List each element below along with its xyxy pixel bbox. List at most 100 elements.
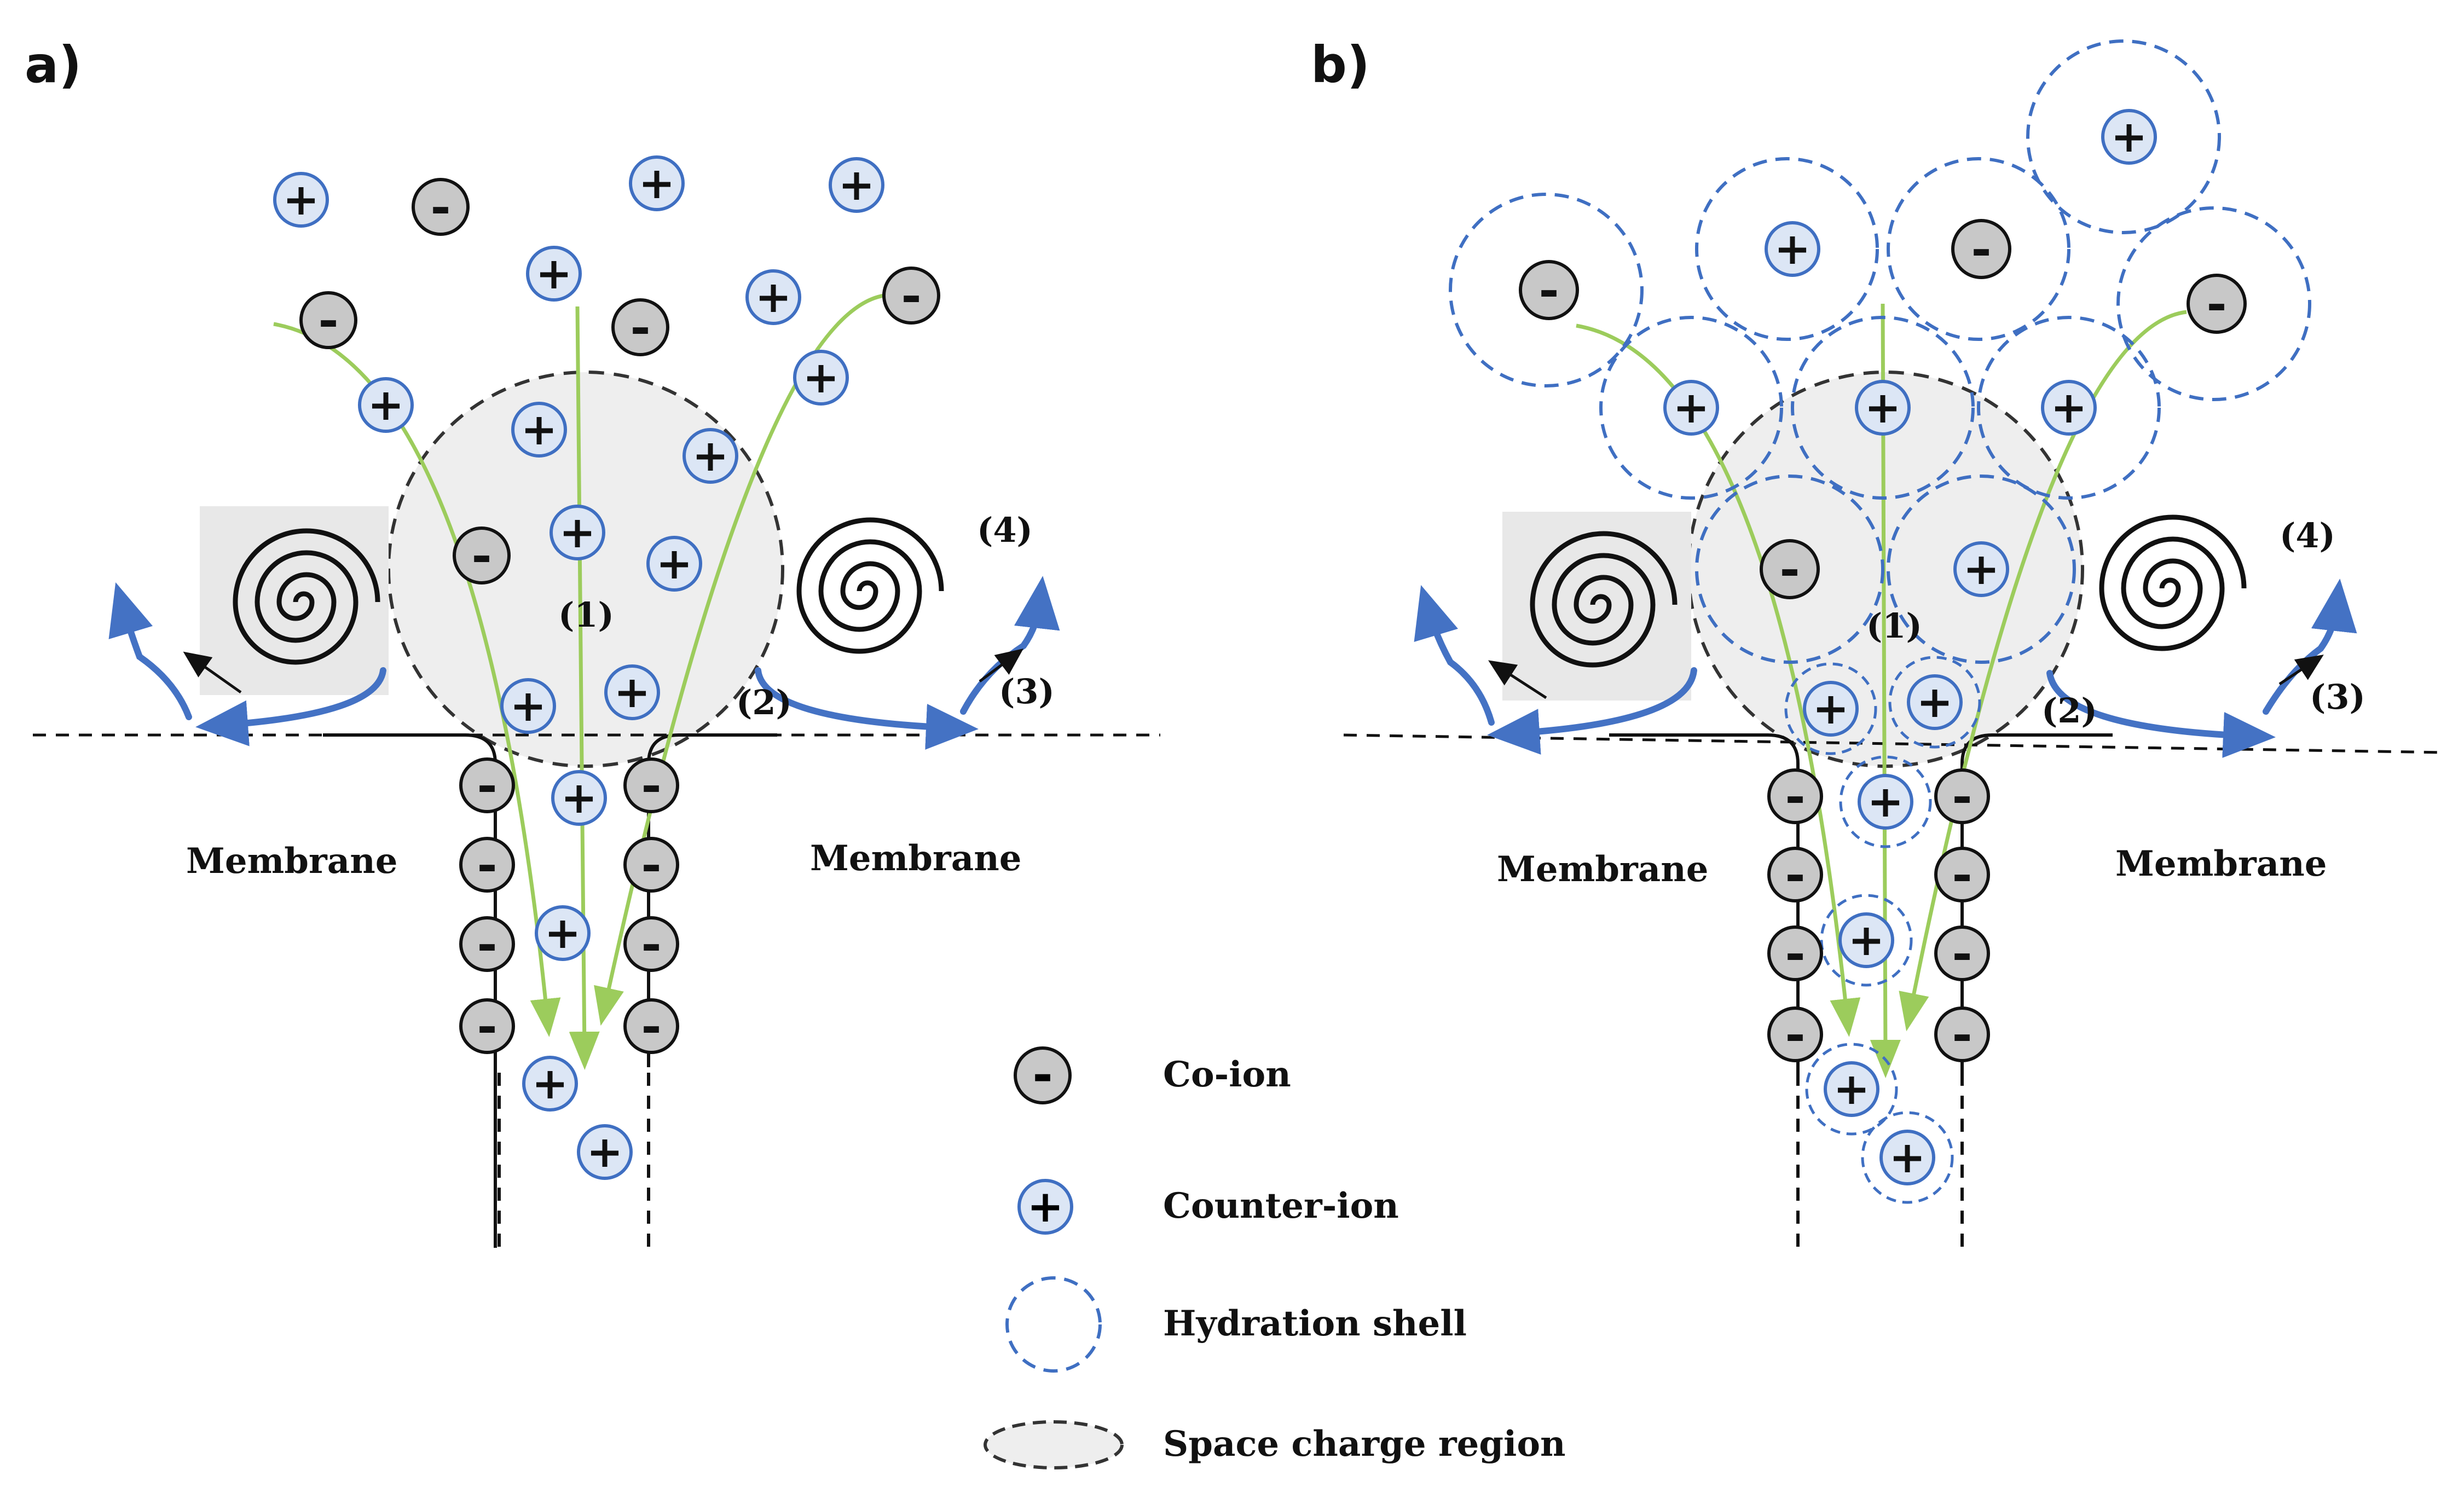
vortex-left-b [1502,512,1691,701]
counter-ion [1855,380,1911,436]
counter-ion [793,350,849,406]
plus-sign: + [1848,914,1884,965]
plus-sign: + [535,247,572,299]
hydration-shell [1887,157,2070,341]
plus-sign: + [1812,682,1849,734]
minus-sign: - [641,756,661,814]
step-3-label-b: (3) [2310,677,2365,717]
hydration-shell [1887,474,2076,664]
hydration-shell [2116,206,2311,401]
minus-sign: - [641,997,661,1055]
legend-co-ion-label: Co-ion [1163,1054,1291,1095]
minus-sign: - [430,177,450,235]
plus-sign: + [755,271,791,322]
co-ion [1934,1006,1990,1062]
plus-sign: + [1963,543,1999,594]
minus-sign: - [1785,845,1805,903]
legend-item-hydration-shell: Hydration shell [1005,1276,1467,1373]
panel-a-label: a) [25,36,82,94]
counter-ion [358,377,414,433]
minus-sign: - [1032,1046,1052,1104]
vortex-direction-arrows-a [183,649,1023,694]
counter-ion [522,1056,578,1112]
minus-sign: - [318,291,338,349]
minus-sign: - [1952,845,1972,903]
step-3-label-a: (3) [999,672,1055,711]
co-ion [412,178,470,236]
plus-sign: + [638,157,675,209]
counter-ion [1663,380,1719,436]
counter-ion [646,536,702,592]
counter-ion [1907,674,1963,730]
counter-ion [526,246,582,302]
minus-sign: - [477,997,497,1055]
co-ion [623,916,679,972]
flow-arrows-b [1414,578,2357,758]
counter-ion-swatch [1017,1179,1073,1235]
counter-ion [829,157,884,213]
plus-sign: + [1867,776,1904,827]
membrane-right-label-b: Membrane [2115,843,2327,884]
counter-ion [2101,109,2157,165]
vortex-right-b [2099,514,2247,651]
panel-b: b) [1311,36,2447,1248]
minus-sign: - [1785,1005,1805,1063]
plus-sign: + [367,379,404,430]
plus-sign: + [520,403,557,455]
counter-ion [604,664,660,720]
hydration-shell [1695,474,1884,664]
hydration-shell [1784,662,1877,755]
step-4-label-b: (4) [2280,516,2335,555]
co-ion [1767,1006,1823,1062]
hydration-shell [1861,1111,1954,1204]
co-ion [453,526,511,585]
minus-sign: - [1779,540,1800,598]
plus-sign: + [692,430,728,481]
plus-sign: + [1889,1131,1925,1183]
co-ion [623,757,679,813]
co-ion [1767,925,1823,981]
step-2-label-b: (2) [2041,691,2097,731]
hydration-shell [2026,39,2221,234]
co-ion [459,998,515,1054]
plus-sign: + [1916,676,1953,727]
plus-sign: + [282,173,319,225]
membrane-right-label-a: Membrane [810,838,1021,879]
minus-sign: - [1785,767,1805,825]
co-ion [623,837,679,893]
minus-sign: - [477,835,497,893]
plus-sign: + [586,1126,623,1177]
counter-ion [535,905,591,961]
plus-sign: + [838,159,875,210]
minus-sign: - [641,915,661,973]
plus-sign: + [1673,381,1709,433]
plus-sign: + [2050,381,2087,433]
hydration-shell [1791,316,1975,500]
co-ion [1760,539,1820,599]
plus-sign: + [544,907,581,958]
plus-sign: + [560,772,597,823]
plus-sign: + [559,506,595,558]
step-1-label-a: (1) [558,595,614,635]
panel-b-label: b) [1311,36,1370,94]
hydration-shell-swatch [1005,1276,1102,1373]
legend-hydration-shell-label: Hydration shell [1163,1303,1467,1344]
vortex-left-a [200,506,389,695]
co-ion [1767,768,1823,824]
counter-ion [1858,774,1913,830]
minus-sign: - [1971,219,1991,277]
co-ion [2187,274,2247,334]
co-ion [1951,219,2011,279]
co-ion [1934,847,1990,902]
plus-sign: + [1833,1063,1870,1114]
co-ion [1934,925,1990,981]
minus-sign: - [1952,1005,1972,1063]
plus-sign: + [1027,1181,1063,1232]
counter-ion [745,269,801,325]
hydration-shell [1695,157,1879,341]
hydration-shell [1805,1043,1898,1136]
panel-a: a) [25,36,1160,1253]
co-ion [299,291,357,349]
hydration-shell [1449,193,1644,387]
plus-sign: + [656,537,692,589]
